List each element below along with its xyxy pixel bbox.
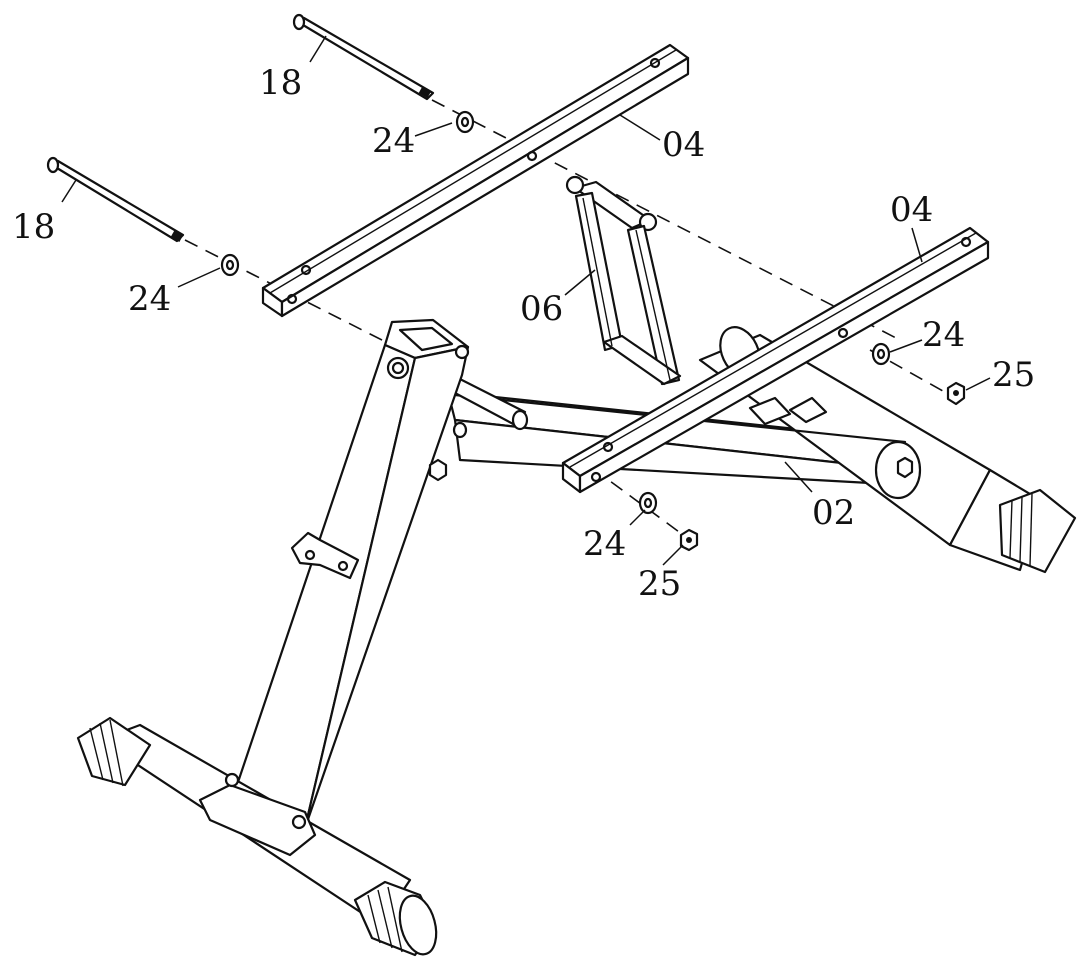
label-pin-upper: 18 bbox=[259, 63, 303, 103]
washer-left bbox=[220, 253, 240, 277]
crossbar-04-right bbox=[561, 226, 990, 494]
pin-upper bbox=[292, 13, 435, 101]
nut-right bbox=[946, 381, 966, 406]
label-crossbar-upper: 04 bbox=[662, 125, 706, 165]
front-leg bbox=[230, 318, 470, 830]
label-washer-bottom: 24 bbox=[583, 524, 627, 564]
label-washer-upper: 24 bbox=[372, 121, 416, 161]
label-washer-left: 24 bbox=[128, 279, 172, 319]
nut-bottom bbox=[679, 528, 699, 552]
label-bracket: 06 bbox=[520, 289, 564, 329]
label-nut-bottom: 25 bbox=[638, 564, 682, 604]
label-washer-right: 24 bbox=[922, 315, 966, 355]
washer-upper bbox=[455, 110, 475, 134]
pin-lower bbox=[46, 156, 185, 243]
crossbar-04-upper bbox=[261, 43, 690, 318]
label-nut-right: 25 bbox=[992, 355, 1036, 395]
leader-lines bbox=[61, 35, 991, 566]
label-pin-lower: 18 bbox=[12, 207, 56, 247]
bracket-06 bbox=[565, 175, 682, 386]
washer-bottom bbox=[638, 491, 658, 515]
label-base-frame: 02 bbox=[812, 493, 856, 533]
frame-02 bbox=[446, 326, 1077, 574]
base-foot bbox=[76, 716, 438, 957]
washer-right bbox=[871, 342, 891, 366]
label-crossbar-right: 04 bbox=[890, 190, 934, 230]
